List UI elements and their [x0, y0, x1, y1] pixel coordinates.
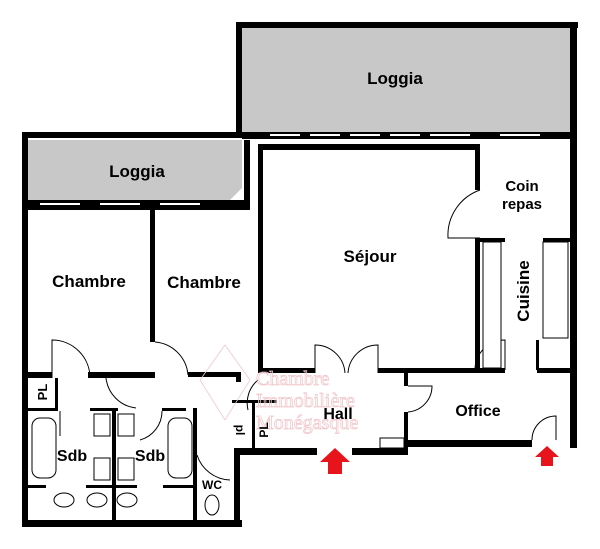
- svg-text:Immobilière: Immobilière: [256, 390, 355, 412]
- hall-cabinet: [379, 437, 405, 449]
- kitchen-counter: [482, 241, 502, 369]
- washbasin: [117, 413, 135, 437]
- label-chambre-2: Chambre: [167, 273, 241, 292]
- label-pl-hall-1: pl: [233, 425, 247, 436]
- washbasin: [93, 413, 111, 437]
- label-pl-left: PL: [35, 384, 50, 401]
- room-labels: Loggia Loggia Chambre Chambre Séjour Coi…: [35, 69, 542, 492]
- watermark: Chambre Immobilière Monégasque: [199, 344, 359, 434]
- bathtub: [167, 417, 193, 479]
- label-hall: Hall: [323, 406, 352, 423]
- label-coin-repas-2: repas: [502, 196, 542, 213]
- label-loggia-top: Loggia: [367, 69, 423, 88]
- toilet: [116, 492, 138, 508]
- loggia-left-area: [28, 140, 242, 200]
- kitchen-counter: [542, 241, 569, 339]
- svg-text:Chambre: Chambre: [256, 368, 329, 390]
- toilet: [53, 492, 75, 508]
- label-sejour: Séjour: [344, 247, 397, 266]
- windows: [40, 134, 540, 205]
- entrance-arrows: [320, 446, 559, 474]
- toilet: [204, 494, 220, 516]
- label-chambre-1: Chambre: [52, 272, 126, 291]
- bathtub: [31, 417, 57, 479]
- label-wc: WC: [202, 478, 222, 492]
- fixtures: [31, 241, 569, 516]
- loggia-top-area: [242, 28, 570, 132]
- label-sdb-2: Sdb: [135, 448, 165, 465]
- doors: [51, 189, 557, 481]
- service-entrance-arrow-icon: [535, 446, 559, 466]
- svg-text:Monégasque: Monégasque: [256, 412, 358, 434]
- label-loggia-left: Loggia: [109, 162, 165, 181]
- label-coin-repas-1: Coin: [505, 178, 538, 195]
- label-sdb-1: Sdb: [57, 448, 87, 465]
- label-cuisine: Cuisine: [514, 260, 533, 321]
- washbasin: [93, 457, 111, 481]
- toilet: [86, 492, 108, 508]
- washbasin: [117, 457, 135, 481]
- label-office: Office: [455, 403, 500, 420]
- main-entrance-arrow-icon: [320, 448, 350, 474]
- label-pl-hall-2: PL: [257, 422, 271, 437]
